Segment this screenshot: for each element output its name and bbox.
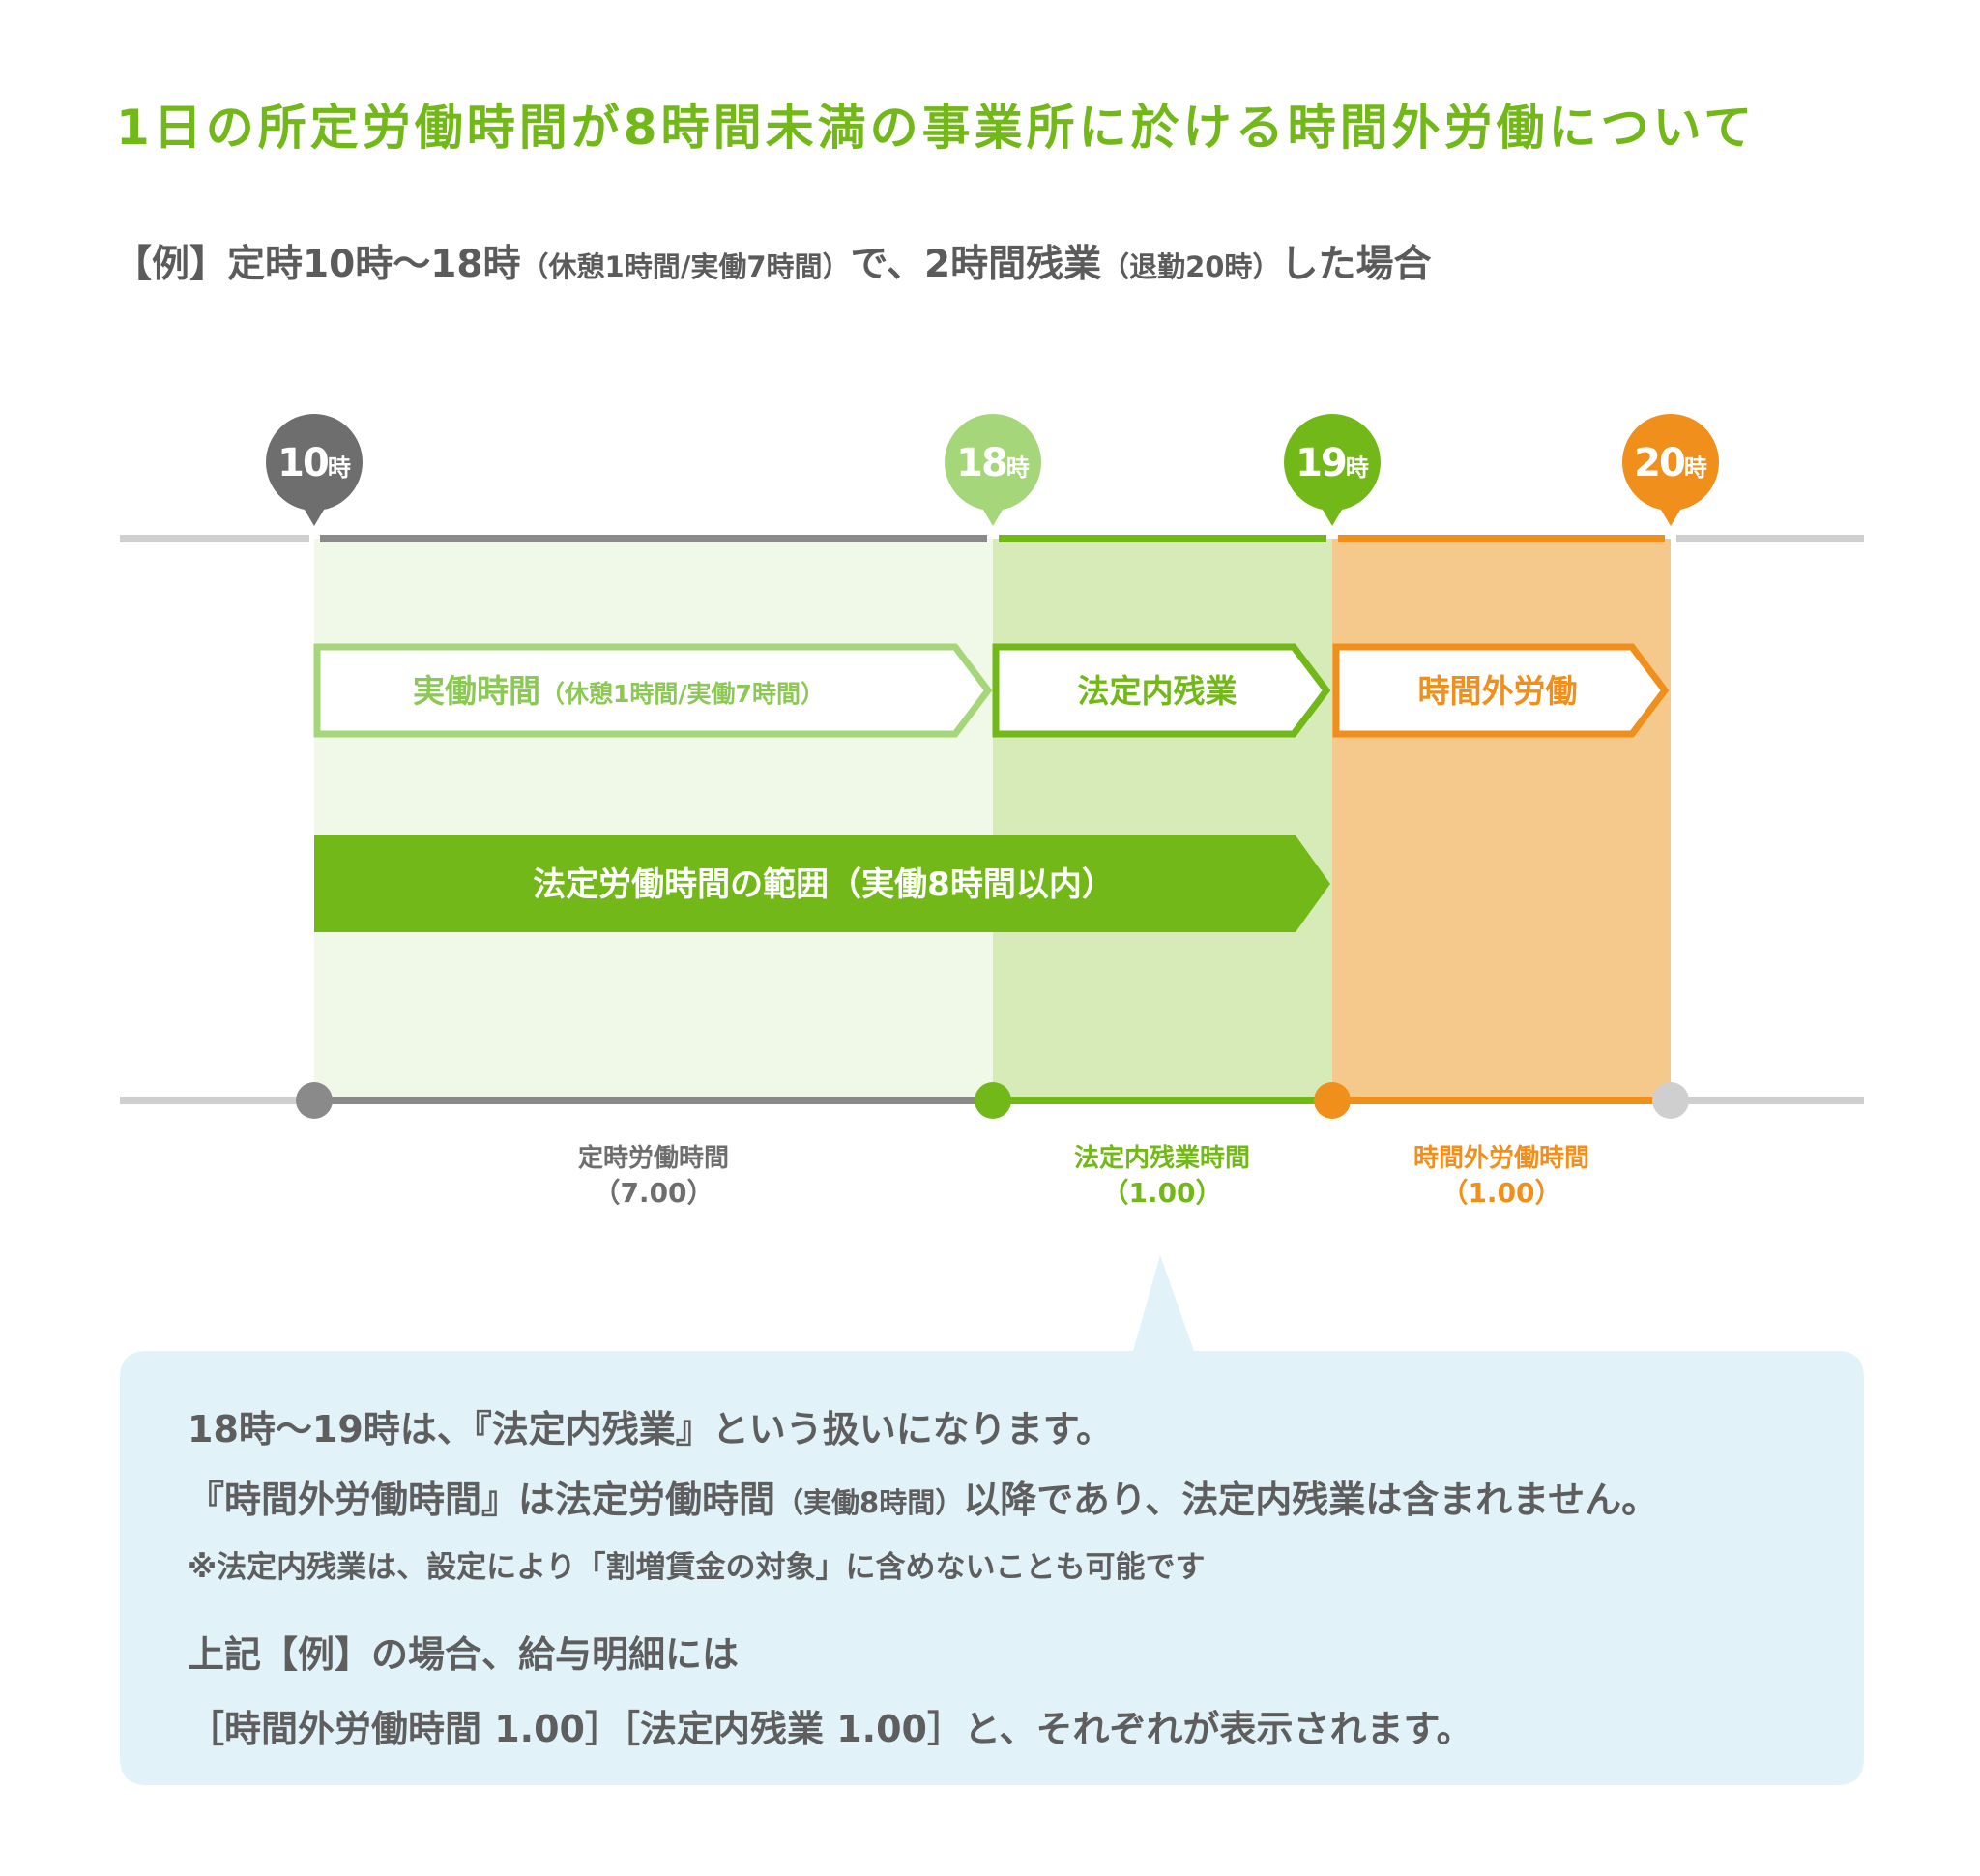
legal-overtime-hours-value: （1.00） (1101, 1177, 1223, 1209)
overtime-hours-label: 時間外労働時間 （1.00） (1356, 1141, 1646, 1211)
page-title: 1日の所定労働時間が8時間未満の事業所に於ける時間外労働について (116, 100, 1757, 156)
callout-line-2b: （実働8時間） (775, 1486, 964, 1519)
callout-line-4: 上記【例】の場合、給与明細には (188, 1633, 740, 1676)
point-20 (1652, 1082, 1689, 1119)
arrow-overtime (1332, 643, 1670, 738)
time-marker-label: 18時 (956, 441, 1030, 485)
legal-overtime-hours-label: 法定内残業時間 （1.00） (1017, 1141, 1307, 1211)
time-marker-pointer (980, 505, 1005, 526)
subtitle-paren-2: （退勤20時） (1101, 250, 1281, 283)
legal-overtime-hours-name: 法定内残業時間 (1073, 1144, 1250, 1173)
time-marker-circle (1284, 414, 1381, 511)
arrow-legal-overtime-label: 法定内残業 (1078, 672, 1238, 710)
bottom-timeline (120, 1082, 1864, 1119)
time-marker-pointer (1658, 505, 1683, 526)
overtime-hours-name: 時間外労働時間 (1412, 1144, 1589, 1173)
zone-overtime (1332, 539, 1671, 1102)
callout-line-2: 『時間外労働時間』は法定労働時間（実働8時間）以降であり、法定内残業は含まれませ… (188, 1470, 1658, 1523)
time-marker-label: 19時 (1296, 441, 1369, 485)
regular-hours-value: （7.00） (593, 1177, 714, 1209)
zone-legal-overtime (993, 539, 1332, 1102)
point-19 (1314, 1082, 1351, 1119)
time-marker-label: 10時 (277, 441, 351, 485)
time-marker-pointer (302, 505, 327, 526)
point-18 (975, 1082, 1011, 1119)
callout-box (120, 1255, 1864, 1785)
time-marker-circle (266, 414, 363, 511)
example-subtitle: 【例】定時10時〜18時（休憩1時間/実働7時間）で、2時間残業（退勤20時）し… (114, 234, 1431, 288)
time-markers: 10時 18時 19時 20時 (266, 414, 1719, 526)
arrow-legal-overtime (992, 643, 1331, 738)
point-10 (296, 1082, 333, 1119)
callout-line-2a: 『時間外労働時間』は法定労働時間 (188, 1479, 776, 1521)
callout-line-2c: 以降であり、法定内残業は含まれません。 (963, 1479, 1659, 1521)
subtitle-part-3: した場合 (1280, 243, 1432, 286)
time-marker-circle (1622, 414, 1719, 511)
callout-line-1: 18時〜19時は、『法定内残業』という扱いになります。 (188, 1408, 1113, 1451)
subtitle-part-1: 【例】定時10時〜18時 (114, 243, 521, 286)
subtitle-part-2: で、2時間残業 (850, 243, 1102, 286)
regular-hours-label: 定時労働時間 （7.00） (509, 1141, 799, 1211)
regular-hours-name: 定時労働時間 (577, 1144, 729, 1173)
time-marker-label: 20時 (1634, 441, 1707, 485)
time-marker-19: 19時 (1284, 414, 1381, 526)
arrow-actual-work-label: 実働時間（休憩1時間/実働7時間） (413, 672, 825, 710)
time-marker-10: 10時 (266, 414, 363, 526)
arrow-overtime-label: 時間外労働 (1418, 672, 1578, 710)
arrow-legal-range-label: 法定労働時間の範囲（実働8時間以内） (533, 865, 1115, 904)
time-marker-20: 20時 (1622, 414, 1719, 526)
callout-line-5: ［時間外労働時間 1.00］［法定内残業 1.00］と、それぞれが表示されます。 (188, 1708, 1473, 1750)
callout-note: ※法定内残業は、設定により「割増賃金の対象」に含めないことも可能です (188, 1550, 1206, 1585)
arrow-actual-work (313, 643, 993, 738)
time-marker-circle (945, 414, 1041, 511)
time-marker-18: 18時 (945, 414, 1041, 526)
subtitle-paren-1: （休憩1時間/実働7時間） (520, 250, 851, 283)
time-marker-pointer (1320, 505, 1345, 526)
overtime-hours-value: （1.00） (1441, 1177, 1562, 1209)
arrow-legal-range (314, 835, 1330, 932)
zone-regular (314, 539, 993, 1102)
